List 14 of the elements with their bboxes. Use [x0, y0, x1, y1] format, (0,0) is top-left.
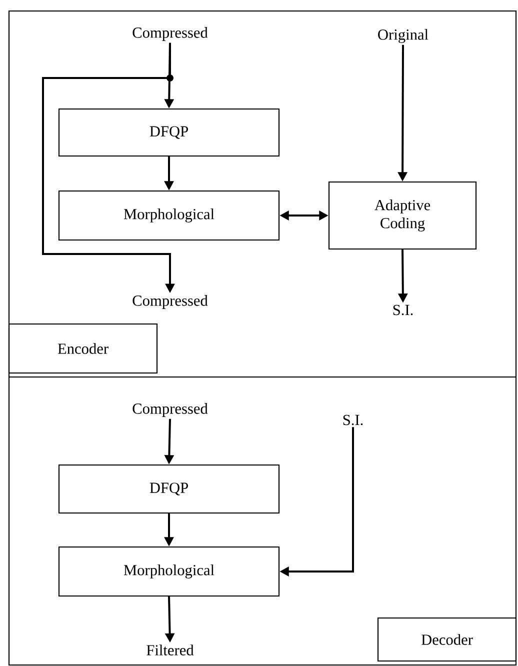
process-box: Morphological: [58, 190, 280, 241]
process-box: Adaptive Coding: [328, 181, 477, 250]
signal-label: Compressed: [132, 27, 208, 41]
panel-tab: Decoder: [377, 617, 517, 662]
panel-tab: Encoder: [8, 323, 158, 374]
signal-label: Compressed: [132, 403, 208, 417]
process-box: DFQP: [58, 108, 280, 157]
process-box: DFQP: [58, 464, 280, 514]
signal-label: S.I.: [393, 304, 413, 316]
signal-label: Filtered: [146, 644, 194, 656]
signal-label: S.I.: [343, 414, 363, 426]
signal-label: Original: [378, 29, 428, 43]
signal-label: Compressed: [132, 295, 208, 309]
process-box: Morphological: [58, 546, 280, 597]
